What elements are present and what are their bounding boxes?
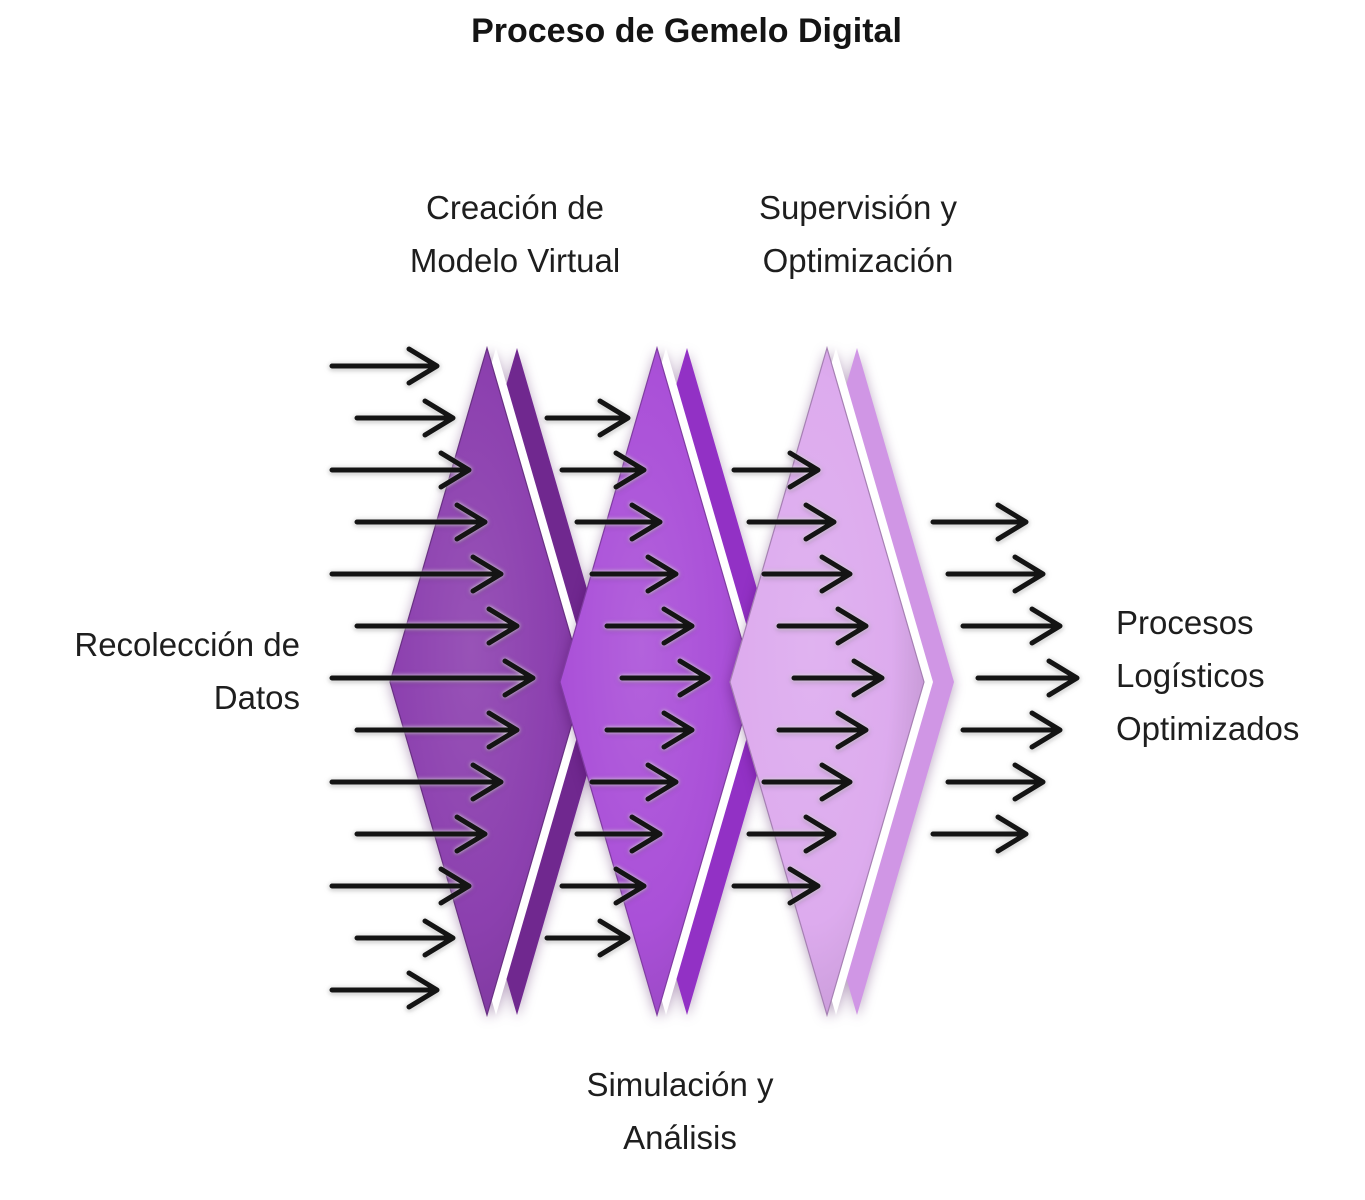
stage-label-line: Datos <box>213 679 300 716</box>
diamond-front-face <box>729 345 925 1018</box>
stage-diamond-3 <box>729 345 954 1018</box>
flow-arrow-col4-row9 <box>945 762 1046 802</box>
page-title: Proceso de Gemelo Digital <box>471 12 902 50</box>
flow-arrow-col1-row6 <box>354 606 520 646</box>
flow-arrow-col2-row12 <box>544 918 631 958</box>
flow-arrow-col1-row4 <box>354 502 488 542</box>
flow-arrow-col2-row9 <box>589 762 679 802</box>
flow-arrow-col1-row3 <box>329 450 472 490</box>
flow-arrow-col3-row8 <box>776 710 869 750</box>
flow-arrow-col3-row10 <box>746 814 837 854</box>
flow-arrow-col1-row12 <box>354 918 456 958</box>
stage-label-line: Supervisión y <box>758 189 958 226</box>
stage-label-supervision: Supervisión y Optimización <box>658 181 1058 287</box>
flow-arrow-col3-row9 <box>761 762 853 802</box>
flow-arrow-col4-row7 <box>975 658 1080 698</box>
flow-arrow-col1-row5 <box>329 554 504 594</box>
stage-label-line: Optimización <box>762 242 954 279</box>
stage-label-line: Recolección de <box>74 626 300 663</box>
stage-label-creacion: Creación de Modelo Virtual <box>315 181 715 287</box>
stage-label-line: Simulación y <box>586 1066 774 1103</box>
flow-arrow-col2-row3 <box>559 450 647 490</box>
flow-arrow-col2-row4 <box>574 502 663 542</box>
flow-arrow-col4-row5 <box>945 554 1046 594</box>
flow-arrow-col4-row6 <box>960 606 1063 646</box>
flow-arrow-col3-row11 <box>731 866 821 906</box>
diamond-front-face <box>559 345 755 1018</box>
stage-label-line: Creación de <box>426 189 604 226</box>
stage-diamond-1 <box>389 345 614 1018</box>
flow-arrow-col2-row6 <box>604 606 695 646</box>
stage-label-line: Procesos <box>1116 604 1254 641</box>
flow-arrow-col1-row11 <box>329 866 472 906</box>
flow-arrow-col1-row10 <box>354 814 488 854</box>
flow-arrow-col1-row9 <box>329 762 504 802</box>
stage-label-procesos: Procesos Logísticos Optimizados <box>1116 596 1365 755</box>
flow-arrow-col1-row2 <box>354 398 456 438</box>
flow-arrow-col2-row2 <box>544 398 631 438</box>
flow-arrow-col2-row5 <box>589 554 679 594</box>
flow-arrow-col1-row13 <box>329 970 440 1010</box>
stage-label-line: Optimizados <box>1116 710 1300 747</box>
flow-arrow-col1-row8 <box>354 710 520 750</box>
stage-label-line: Logísticos <box>1116 657 1265 694</box>
diamond-front-face <box>389 345 585 1018</box>
flow-arrow-col4-row10 <box>930 814 1029 854</box>
flow-arrow-col4-row4 <box>930 502 1029 542</box>
flow-arrow-col3-row5 <box>761 554 853 594</box>
flow-arrow-col3-row3 <box>731 450 821 490</box>
flow-arrow-col2-row10 <box>574 814 663 854</box>
flow-arrow-col1-row1 <box>329 346 440 386</box>
stage-label-line: Modelo Virtual <box>409 242 621 279</box>
stage-label-line: Análisis <box>623 1119 737 1156</box>
flow-arrow-col2-row8 <box>604 710 695 750</box>
flow-arrow-col1-row7 <box>329 658 536 698</box>
stage-label-recoleccion: Recolección de Datos <box>0 618 300 724</box>
stage-label-simulacion: Simulación y Análisis <box>480 1058 880 1164</box>
flow-arrow-col3-row4 <box>746 502 837 542</box>
flow-arrow-col4-row8 <box>960 710 1063 750</box>
flow-arrow-col3-row7 <box>791 658 885 698</box>
flow-arrow-col2-row11 <box>559 866 647 906</box>
flow-arrow-col3-row6 <box>776 606 869 646</box>
flow-arrow-col2-row7 <box>619 658 711 698</box>
